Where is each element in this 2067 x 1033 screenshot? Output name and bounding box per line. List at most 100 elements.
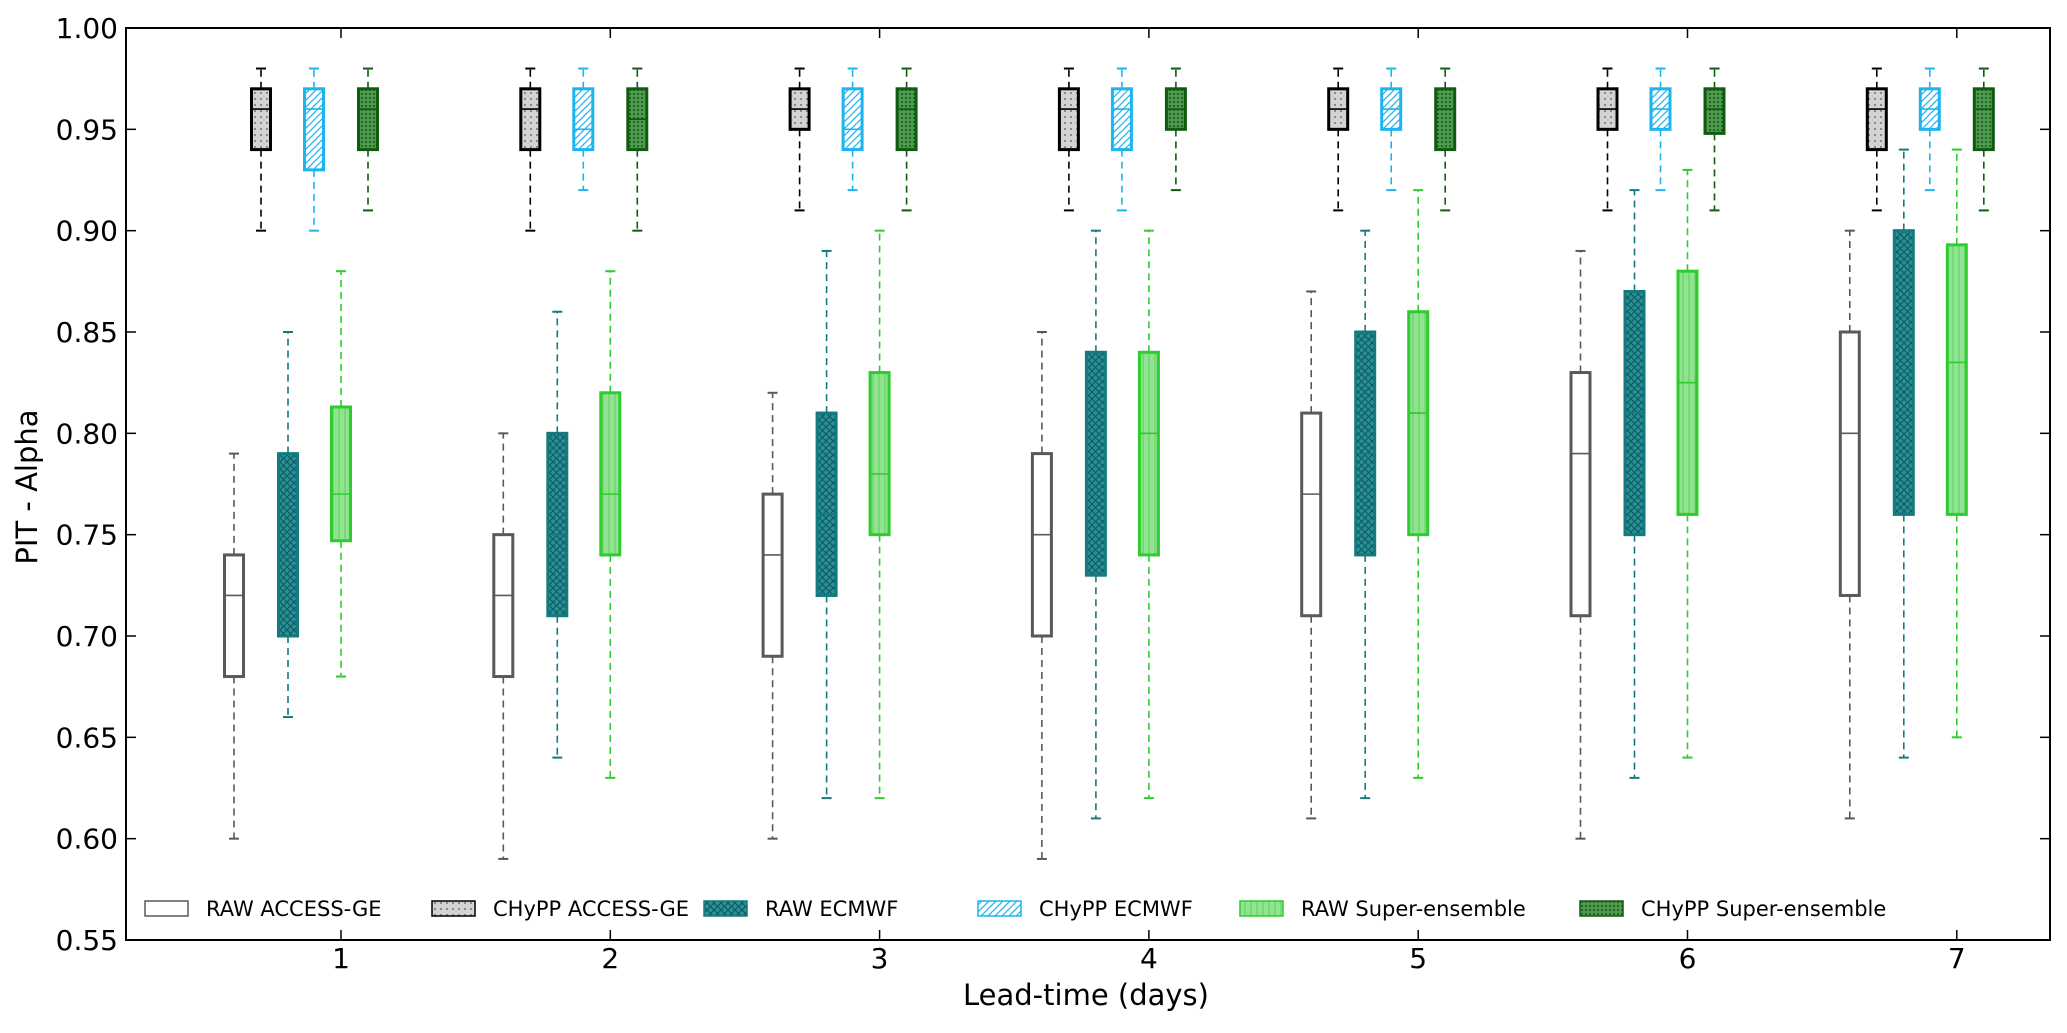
box-2-0 — [277, 331, 299, 719]
box-body — [1030, 452, 1053, 638]
box-body — [841, 87, 864, 152]
box-2-1 — [546, 310, 569, 759]
box-5-3 — [1164, 67, 1187, 192]
box-4-6 — [1945, 148, 1968, 739]
box-5-4 — [1434, 67, 1457, 212]
legend-swatch — [977, 900, 1022, 917]
legend-label: CHyPP ACCESS-GE — [493, 897, 689, 921]
box-body — [1300, 411, 1323, 618]
box-2-6 — [1892, 148, 1915, 759]
legend-item-5: CHyPP Super-ensemble — [1579, 897, 1886, 921]
box-body — [1110, 87, 1133, 152]
box-0-4 — [1300, 290, 1323, 820]
box-4-4 — [1407, 189, 1430, 779]
y-tick-label: 0.55 — [56, 924, 118, 957]
box-body — [1407, 310, 1430, 537]
box-3-2 — [841, 67, 864, 192]
y-tick-label: 0.90 — [56, 215, 118, 248]
box-body — [519, 87, 542, 152]
x-tick-label: 3 — [871, 942, 889, 975]
box-1-1 — [519, 67, 542, 232]
x-axis-label: Lead-time (days) — [963, 978, 1209, 1012]
box-body — [572, 87, 595, 152]
axes: 0.550.600.650.700.750.800.850.900.951.00… — [56, 12, 2051, 975]
box-body — [1057, 87, 1080, 152]
box-3-6 — [1918, 67, 1941, 192]
box-body — [1972, 87, 1995, 152]
box-2-5 — [1623, 189, 1646, 779]
x-tick-label: 1 — [332, 942, 350, 975]
box-3-0 — [303, 67, 325, 232]
x-tick-label: 5 — [1409, 942, 1427, 975]
box-3-1 — [572, 67, 595, 192]
box-body — [492, 533, 515, 679]
box-0-6 — [1838, 229, 1861, 820]
legend-swatch — [144, 900, 189, 917]
box-body — [1945, 243, 1968, 516]
box-0-0 — [223, 452, 245, 840]
box-body — [546, 431, 569, 618]
box-5-6 — [1972, 67, 1995, 212]
box-body — [599, 391, 622, 557]
legend-swatch — [703, 900, 748, 917]
legend-item-0: RAW ACCESS-GE — [144, 897, 382, 921]
box-4-2 — [868, 229, 891, 800]
box-body — [1084, 350, 1107, 577]
legend-swatch — [1579, 900, 1624, 917]
box-0-2 — [761, 391, 784, 840]
box-3-5 — [1649, 67, 1672, 192]
box-0-5 — [1569, 249, 1592, 840]
box-1-5 — [1596, 67, 1619, 212]
legend-item-4: RAW Super-ensemble — [1239, 897, 1526, 921]
box-body — [1838, 330, 1861, 597]
box-0-3 — [1030, 331, 1053, 860]
y-tick-label: 0.75 — [56, 519, 118, 552]
box-5-0 — [357, 67, 379, 212]
box-body — [223, 553, 245, 679]
legend-label: CHyPP Super-ensemble — [1641, 897, 1886, 921]
y-tick-label: 0.65 — [56, 721, 118, 754]
x-tick-label: 7 — [1948, 942, 1966, 975]
box-4-3 — [1137, 229, 1160, 800]
y-tick-label: 1.00 — [56, 12, 118, 45]
box-body — [815, 411, 838, 597]
box-body — [330, 405, 352, 543]
box-body — [761, 492, 784, 658]
legend-label: RAW Super-ensemble — [1301, 897, 1526, 921]
box-1-4 — [1327, 67, 1350, 212]
box-body — [1137, 350, 1160, 557]
legend-label: CHyPP ECMWF — [1039, 897, 1193, 921]
legend-swatch — [1239, 900, 1284, 917]
box-body — [895, 87, 918, 152]
box-5-5 — [1703, 67, 1726, 212]
legend-item-3: CHyPP ECMWF — [977, 897, 1193, 921]
legend-swatch — [431, 900, 476, 917]
box-5-1 — [626, 67, 649, 232]
y-tick-label: 0.85 — [56, 316, 118, 349]
box-3-4 — [1380, 67, 1403, 192]
box-4-1 — [599, 270, 622, 779]
plot-frame — [125, 27, 2051, 941]
legend-item-1: CHyPP ACCESS-GE — [431, 897, 689, 921]
box-3-3 — [1110, 67, 1133, 212]
x-tick-label: 4 — [1140, 942, 1158, 975]
x-tick-label: 2 — [601, 942, 619, 975]
box-body — [868, 371, 891, 537]
box-body — [1865, 87, 1888, 152]
box-body — [1569, 371, 1592, 618]
box-1-6 — [1865, 67, 1888, 212]
box-0-1 — [492, 432, 515, 860]
box-body — [303, 87, 325, 172]
legend: RAW ACCESS-GE CHyPP ACCESS-GE RAW ECMWF CHy… — [144, 897, 1886, 921]
box-body — [1354, 330, 1377, 557]
x-tick-label: 6 — [1679, 942, 1697, 975]
box-2-2 — [815, 249, 838, 800]
legend-item-2: RAW ECMWF — [703, 897, 898, 921]
plot-area — [223, 67, 1995, 860]
box-body — [1434, 87, 1457, 152]
y-tick-label: 0.70 — [56, 620, 118, 653]
legend-label: RAW ACCESS-GE — [206, 897, 382, 921]
box-body — [277, 452, 299, 638]
